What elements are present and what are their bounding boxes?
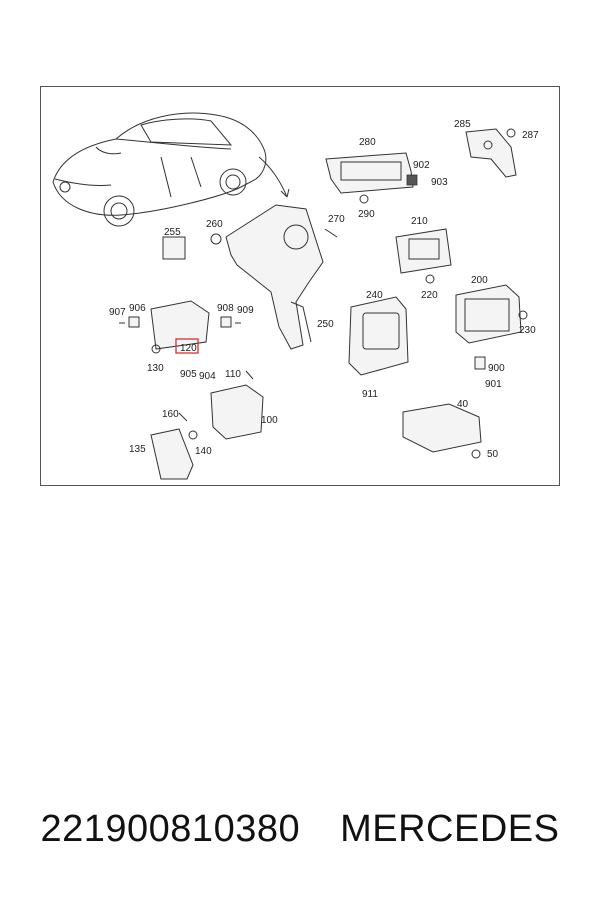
label-120: 120 [180, 343, 197, 354]
part-120 [150, 300, 210, 350]
label-250: 250 [317, 319, 334, 330]
label-290: 290 [358, 209, 375, 220]
parts-diagram: 280 285 287 902 903 290 260 270 210 220 … [52, 112, 539, 480]
label-200: 200 [471, 275, 488, 286]
brand-name: MERCEDES [340, 808, 560, 850]
part-40 [402, 403, 482, 453]
screw-110 [245, 370, 254, 380]
connector-900 [474, 356, 486, 370]
nut-290 [359, 194, 369, 204]
label-906: 906 [129, 303, 146, 314]
part-210 [395, 228, 452, 274]
part-285 [465, 128, 517, 178]
label-903: 903 [431, 177, 448, 188]
label-260: 260 [206, 219, 223, 230]
label-240: 240 [366, 290, 383, 301]
label-130: 130 [147, 363, 164, 374]
label-160: 160 [162, 409, 179, 420]
screw-50 [471, 449, 481, 459]
part-250 [225, 204, 324, 350]
label-285: 285 [454, 119, 471, 130]
part-280 [325, 152, 414, 194]
part-200 [455, 284, 522, 344]
label-50: 50 [487, 449, 499, 460]
connector-908 [220, 316, 232, 328]
part-240 [348, 296, 409, 376]
part-902 [406, 174, 418, 186]
part-number: 221900810380 [40, 808, 301, 850]
nut-130 [151, 344, 161, 354]
label-220: 220 [421, 290, 438, 301]
screw-270 [324, 228, 338, 238]
highlight-120 [175, 338, 199, 354]
footer: 221900810380 MERCEDES [0, 808, 600, 858]
connector-906 [128, 316, 140, 328]
label-sticker-255 [162, 236, 186, 260]
nut-220 [425, 274, 435, 284]
screw-230 [518, 310, 528, 320]
label-280: 280 [359, 137, 376, 148]
clip-260 [210, 233, 222, 245]
label-40: 40 [457, 399, 469, 410]
label-287: 287 [522, 130, 539, 141]
label-135: 135 [129, 444, 146, 455]
nut-140 [188, 430, 198, 440]
label-907: 907 [109, 307, 126, 318]
label-210: 210 [411, 216, 428, 227]
label-100: 100 [261, 415, 278, 426]
part-135 [150, 428, 194, 480]
label-270: 270 [328, 214, 345, 225]
label-905: 905 [180, 369, 197, 380]
label-140: 140 [195, 446, 212, 457]
label-110: 110 [225, 369, 241, 380]
label-904: 904 [199, 371, 216, 382]
label-902: 902 [413, 160, 430, 171]
label-909: 909 [237, 305, 254, 316]
label-900: 900 [488, 363, 505, 374]
nut-287 [506, 128, 516, 138]
label-230: 230 [519, 325, 536, 336]
label-901: 901 [485, 379, 502, 390]
car-illustration [52, 112, 290, 227]
screw-160 [178, 412, 188, 422]
label-908: 908 [217, 303, 234, 314]
label-255: 255 [164, 227, 181, 238]
part-100 [210, 384, 264, 440]
diagram-frame: 280 285 287 902 903 290 260 270 210 220 … [40, 86, 560, 486]
label-911: 911 [362, 389, 378, 400]
